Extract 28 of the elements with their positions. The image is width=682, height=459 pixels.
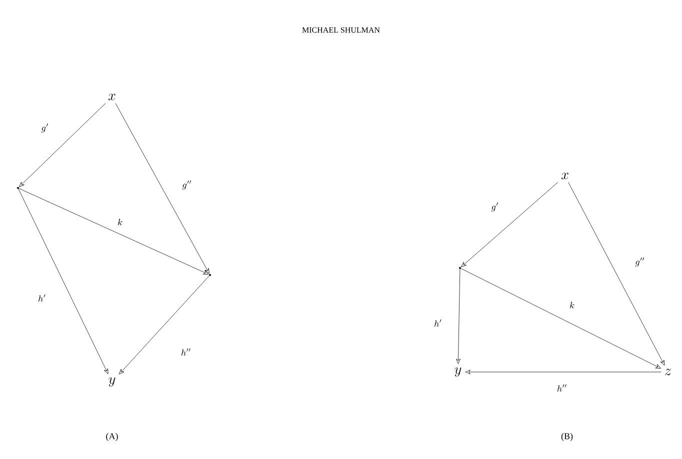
- arrow: [18, 188, 209, 274]
- arrow: [119, 276, 210, 374]
- edge-label: $h''$: [180, 347, 192, 357]
- vertex-label: $z$: [665, 368, 672, 376]
- arrow: [18, 188, 108, 374]
- vertex-label: $y$: [108, 377, 116, 387]
- edge-label: $k$: [116, 218, 124, 226]
- vertex-label: $y$: [454, 367, 462, 377]
- panel-caption: (A): [106, 432, 118, 442]
- edge-label: $g'$: [490, 202, 500, 212]
- arrow: [461, 182, 558, 268]
- arrow: [115, 103, 210, 274]
- edge-label: $h'$: [37, 293, 48, 303]
- edge-label: $h''$: [556, 383, 568, 393]
- edge-label: $g'$: [40, 122, 50, 134]
- arrow: [460, 268, 661, 369]
- arrow: [568, 182, 665, 366]
- arrow: [456, 269, 460, 364]
- vertex-label: $x$: [108, 94, 116, 100]
- edge-label: $g''$: [634, 256, 646, 268]
- edge-label: $h'$: [433, 318, 444, 328]
- edge-label: $k$: [568, 300, 576, 310]
- panel-caption: (B): [561, 432, 573, 442]
- vertex-label: $x$: [561, 172, 568, 180]
- arrow: [465, 370, 662, 374]
- edge-label: $g''$: [181, 180, 193, 190]
- arrow: [19, 103, 106, 187]
- running-header: MICHAEL SHULMAN: [302, 27, 380, 33]
